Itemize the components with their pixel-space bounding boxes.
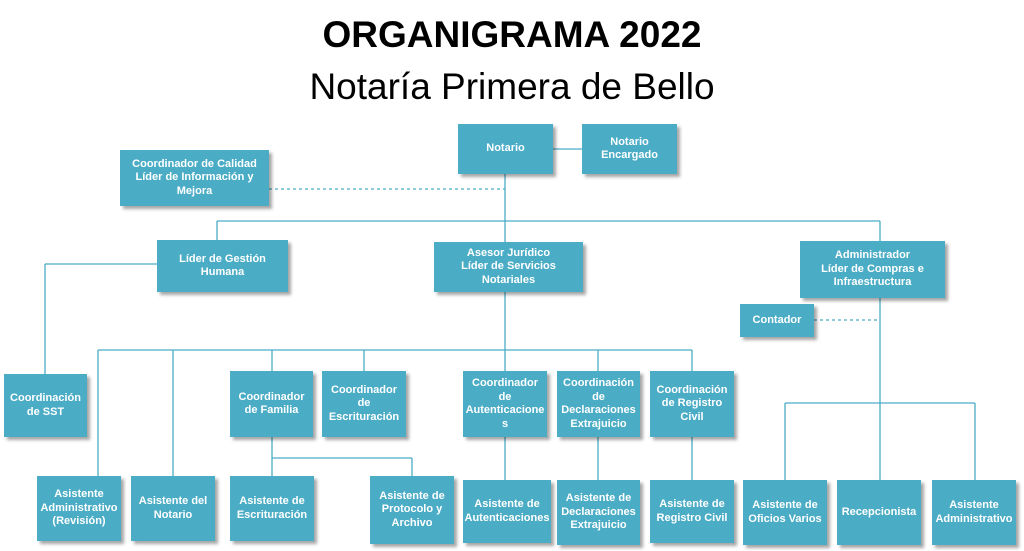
box-label: Coordinador de Calidad [132,157,257,170]
box-label: Oficios Varios [748,512,822,525]
chart-subtitle: Notaría Primera de Bello [309,66,715,107]
box-label: Encargado [601,149,658,161]
box-label: Líder de Compras e [821,262,924,275]
box-administrador: Administrador Líder de Compras e Infraes… [800,241,945,298]
box-label: Registro Civil [656,511,728,524]
chart-title: ORGANIGRAMA 2022 [322,14,702,55]
box-label: Asistente del [138,495,208,507]
box-label: Contador [752,313,802,326]
box-label: Coordinador [472,377,538,389]
box-asesor-juridico: Asesor Jurídico Líder de Servicios Notar… [434,242,583,292]
box-asistente-administrativo-revision: Asistente Administrativo (Revisión) [37,476,121,541]
box-label: Coordinador [331,383,397,396]
box-label: Líder de Gestión [179,252,266,265]
box-asistente-protocolo: Asistente de Protocolo y Archivo [370,476,454,544]
box-label: Asesor Jurídico [466,246,551,259]
box-label: Civil [680,410,704,423]
box-label: Asistente [54,488,104,501]
box-asistente-registro-civil: Asistente de Registro Civil [650,480,734,543]
box-asistente-oficios-varios: Asistente de Oficios Varios [743,480,827,545]
box-label: de Registro [661,397,723,410]
box-label: Autenticaciones [464,511,550,524]
box-label: Asistente de [239,495,305,507]
box-label: s [501,417,509,430]
box-notario: Notario [458,124,553,174]
box-coordinacion-registro-civil: Coordinación de Registro Civil [650,371,734,437]
box-coordinador-calidad: Coordinador de Calidad Líder de Informac… [120,150,269,206]
box-label: Declaraciones [561,404,636,416]
box-label: Protocolo y [381,503,443,516]
box-label: Escrituración [236,508,308,521]
box-asistente-escrituracion: Asistente de Escrituración [230,476,314,541]
box-asistente-administrativo: Asistente Administrativo [932,480,1016,545]
box-coordinacion-sst: Coordinación de SST [4,374,87,437]
box-label: de SST [26,405,65,418]
box-coordinacion-declaraciones: Coordinación de Declaraciones Extrajuici… [557,371,640,437]
box-label: de Familia [244,404,299,416]
box-label: Asistente de [379,489,445,502]
box-label: de [498,390,512,403]
box-recepcionista: Recepcionista [837,480,921,545]
box-label: Mejora [176,184,213,197]
box-contador: Contador [740,304,814,337]
box-label: Extrajuicio [570,417,627,430]
box-label: Notariales [481,273,536,286]
box-asistente-autenticaciones: Asistente de Autenticaciones [463,480,551,543]
box-label: Asistente [949,499,999,511]
box-label: Humana [200,266,245,278]
box-label: Líder de Servicios [461,260,556,273]
box-coordinador-escrituracion: Coordinador de Escrituración [322,371,406,437]
box-label: Autenticacione [465,404,545,416]
box-label: de [357,397,371,410]
box-label: Notario [486,142,525,155]
box-label: Coordinación [656,383,728,396]
box-label: Administrativo [40,501,118,514]
box-label: Escrituración [328,410,400,423]
box-label: Administrativo [935,512,1013,525]
box-label: Notario [153,508,193,521]
box-label: Asistente de [474,498,540,510]
box-label: Declaraciones [561,505,636,518]
box-label: Recepcionista [841,505,917,518]
box-label: Coordinador [238,390,305,403]
box-asistente-declaraciones: Asistente de Declaraciones Extrajuicio [557,480,640,545]
box-label: de [592,390,605,403]
box-notario-encargado: Notario Encargado [582,124,677,174]
box-coordinador-autenticaciones: Coordinador de Autenticacione s [463,371,547,437]
box-label: Infraestructura [833,276,912,289]
box-label: Notario [610,135,649,148]
box-label: Asistente de [659,498,725,510]
box-label: Asistente de [565,492,632,505]
box-coordinador-familia: Coordinador de Familia [230,371,313,437]
box-label: (Revisión) [52,515,106,528]
box-label: Coordinación [563,377,634,389]
box-label: Asistente de [752,499,818,511]
box-asistente-notario: Asistente del Notario [131,476,215,541]
box-label: Archivo [391,516,433,529]
box-label: Extrajuicio [570,519,627,532]
box-label: Coordinación [10,392,81,404]
box-label: Administrador [834,249,911,262]
box-label: Líder de Información y [135,171,254,184]
box-lider-gestion-humana: Líder de Gestión Humana [157,240,288,292]
